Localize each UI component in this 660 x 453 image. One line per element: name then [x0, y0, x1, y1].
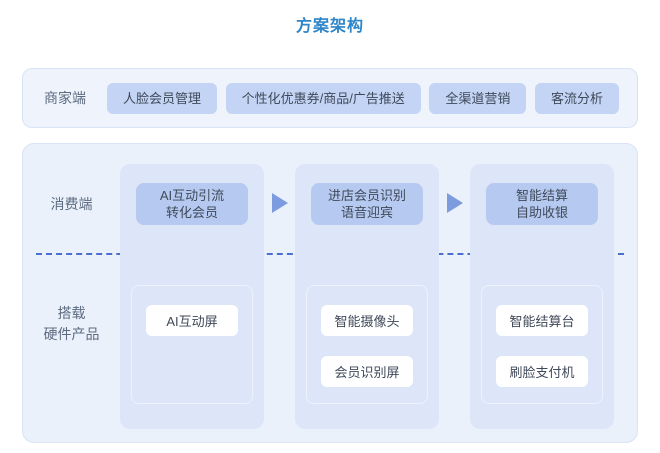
hardware-section-label: 搭载 硬件产品	[23, 303, 120, 345]
flow-arrow-cell-1	[264, 164, 295, 429]
flow-arrow-cell-2	[439, 164, 470, 429]
flow-step-line2: 转化会员	[165, 205, 218, 220]
flow-step-line2: 自助收银	[515, 205, 568, 220]
merchant-section: 商家端 人脸会员管理 个性化优惠券/商品/广告推送 全渠道营销 客流分析	[22, 68, 638, 128]
merchant-items: 人脸会员管理 个性化优惠券/商品/广告推送 全渠道营销 客流分析	[107, 82, 637, 114]
hardware-label-line1: 搭载	[57, 305, 86, 321]
column-checkout: 智能结算 自助收银 智能结算台 刷脸支付机	[470, 164, 614, 429]
hardware-panel-attract: AI互动屏	[131, 285, 253, 404]
flow-step-line1: AI互动引流	[159, 188, 225, 203]
chip-omnichannel-marketing: 全渠道营销	[429, 82, 527, 114]
hardware-smart-camera: 智能摄像头	[321, 305, 413, 336]
flow-step-smart-checkout: 智能结算 自助收银	[486, 183, 598, 225]
hardware-panel-recognize: 智能摄像头 会员识别屏	[306, 285, 428, 404]
consumer-section: 消费端 搭载 硬件产品 AI互动引流 转化会员 AI互动屏	[22, 143, 638, 443]
merchant-section-label: 商家端	[44, 90, 86, 106]
chip-personalized-push: 个性化优惠券/商品/广告推送	[225, 82, 421, 114]
column-attract: AI互动引流 转化会员 AI互动屏	[120, 164, 264, 429]
flow-step-ai-attract: AI互动引流 转化会员	[136, 183, 248, 225]
hardware-panel-checkout: 智能结算台 刷脸支付机	[481, 285, 603, 404]
flow-step-member-recognition: 进店会员识别 语音迎宾	[311, 183, 423, 225]
arrow-right-icon	[271, 193, 288, 213]
flow-step-line1: 智能结算	[515, 188, 568, 203]
hardware-label-line2: 硬件产品	[43, 326, 100, 342]
consumer-section-label: 消费端	[50, 196, 93, 212]
hardware-face-payment-machine: 刷脸支付机	[496, 356, 588, 387]
chip-traffic-analysis: 客流分析	[534, 82, 619, 114]
arrow-right-icon	[446, 193, 463, 213]
flow-columns: AI互动引流 转化会员 AI互动屏 进店会员识别 语音迎宾 智能摄像头 会员识别	[120, 164, 614, 429]
column-recognize: 进店会员识别 语音迎宾 智能摄像头 会员识别屏	[295, 164, 439, 429]
flow-step-line1: 进店会员识别	[327, 188, 406, 203]
chip-face-member-management: 人脸会员管理	[107, 82, 218, 114]
hardware-ai-interactive-screen: AI互动屏	[146, 305, 238, 336]
hardware-member-recognition-screen: 会员识别屏	[321, 356, 413, 387]
hardware-smart-checkout-counter: 智能结算台	[496, 305, 588, 336]
page-title: 方案架构	[295, 18, 364, 35]
flow-step-line2: 语音迎宾	[340, 205, 393, 220]
